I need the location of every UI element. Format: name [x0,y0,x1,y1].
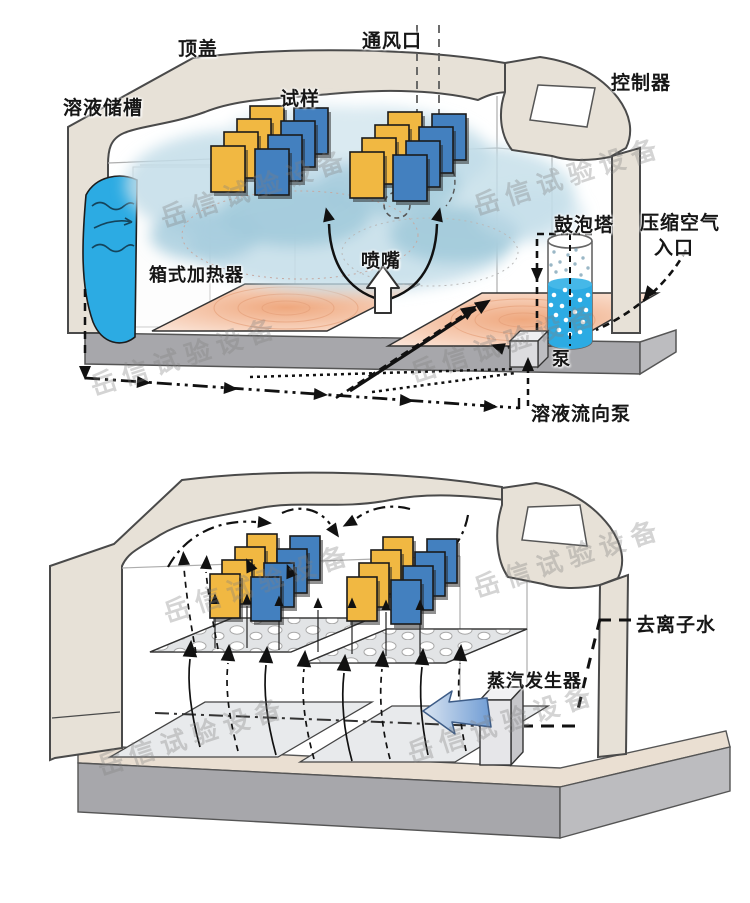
top-shell [67,49,512,334]
bottom-base-slab [77,730,731,839]
label-inlet: 入口 [654,238,695,259]
specimen-cards-bottom [209,533,460,628]
specimen-cards-top [210,105,469,205]
solution-feed-arrows [249,294,517,400]
solution-flow-line [79,289,521,413]
steam-output-arrow [422,690,492,735]
label-nozzle: 喷嘴 [361,251,402,272]
label-steam-generator: 蒸汽发生器 [487,671,582,691]
pan-water-line [154,712,481,727]
label-compressed-air: 压缩空气 入口 [640,208,720,260]
specimen-card [254,148,290,196]
specimen-card [349,151,385,199]
nozzle-spray [320,206,446,314]
label-solution-tank: 溶液储槽 [63,98,144,119]
label-bubble-tower: 鼓泡塔 [554,215,615,236]
bottom-diagram [49,471,731,839]
controller-screen-bottom [521,504,588,547]
controller-console-bottom [496,481,624,589]
label-specimen: 试样 [280,89,321,110]
left-vapour-arrows [183,567,219,654]
label-vent: 通风口 [362,31,423,52]
label-compressed-air-line1: 压缩空气 [640,213,721,234]
specimen-card [392,154,428,202]
label-controller: 控制器 [611,73,672,94]
perforated-shelves [149,617,528,664]
deionized-water-line [506,618,633,733]
specimen-card [250,576,282,622]
specimen-card [210,145,246,193]
specimen-card [390,579,422,625]
wall-seam [51,711,121,719]
air-bubbles [549,248,590,277]
steam-generator [478,685,525,767]
label-top-cover: 顶盖 [178,39,219,60]
nozzle-icon [366,265,400,314]
top-right-wall [611,146,641,334]
controller-console [499,55,632,161]
pump [508,329,550,369]
label-box-heater: 箱式加热器 [149,265,244,285]
bottom-shell [49,471,507,762]
circulation-arrows [167,505,470,576]
controller-screen [529,84,596,128]
label-pump: 泵 [552,349,571,369]
bottom-right-wall [596,573,630,759]
label-deionized-water: 去离子水 [636,615,717,636]
label-solution-to-pump: 溶液流向泵 [531,404,632,425]
liquid-bubbles [548,287,591,337]
top-diagram [67,25,688,413]
